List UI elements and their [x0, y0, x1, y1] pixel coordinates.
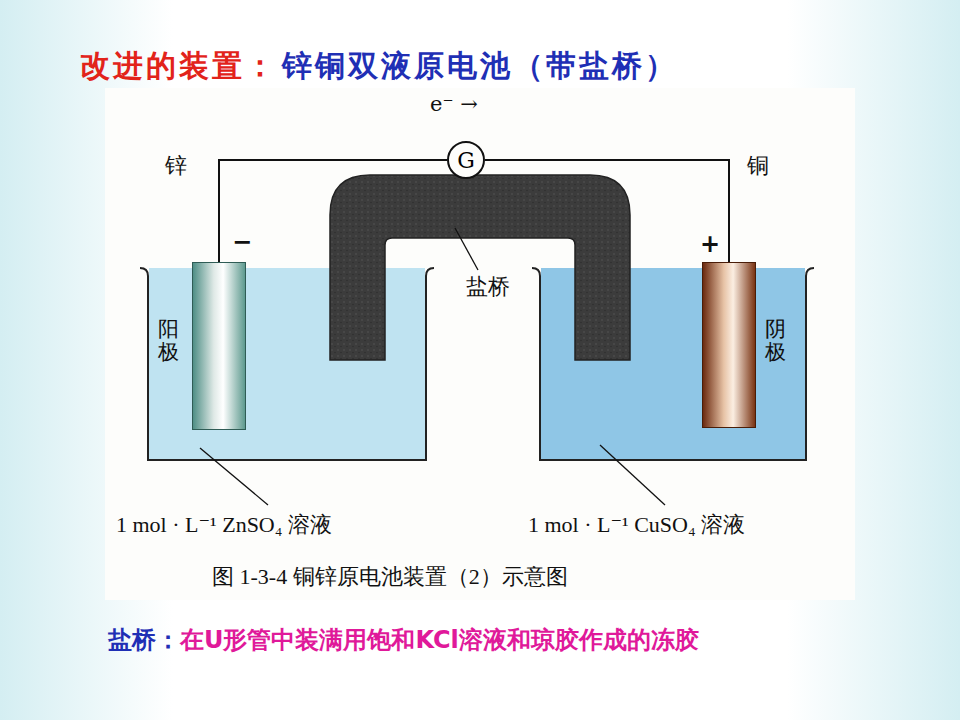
polarity-sign: +	[700, 230, 720, 258]
copper-electrode: 铜	[702, 262, 756, 428]
left-beaker	[140, 268, 434, 460]
wire	[219, 160, 447, 262]
note-heading: 盐桥：	[108, 626, 180, 654]
leader-line	[600, 445, 665, 505]
note: 盐桥：在U形管中装满用饱和KCl溶液和琼胶作成的冻胶	[108, 622, 898, 659]
electrode-name: 铜	[747, 151, 769, 181]
anode-label: 阳极	[158, 318, 179, 364]
electron-flow: e⁻ →	[430, 92, 478, 116]
galvanometer: G	[447, 141, 485, 179]
salt-bridge-label: 盐桥	[466, 272, 510, 302]
salt-bridge	[330, 175, 630, 360]
electrode-name: 锌	[165, 151, 187, 181]
figure-caption: 图 1-3-4 铜锌原电池装置（2）示意图	[212, 562, 568, 592]
solution-label: 1 mol · L⁻¹ ZnSO₄ 溶液	[116, 510, 332, 540]
polarity-sign: −	[232, 228, 252, 256]
meter-symbol: G	[457, 148, 475, 173]
title: 锌铜双液原电池（带盐桥）	[282, 46, 678, 87]
wire	[485, 160, 729, 262]
leader-line	[200, 448, 268, 505]
solution-label: 1 mol · L⁻¹ CuSO₄ 溶液	[528, 510, 745, 540]
leader-line	[455, 228, 478, 270]
zinc-electrode: 锌	[192, 262, 246, 430]
note-text: 在U形管中装满用饱和KCl溶液和琼胶作成的冻胶	[180, 626, 699, 654]
cathode-label: 阴极	[765, 318, 786, 364]
title-prefix: 改进的装置：	[80, 46, 278, 87]
